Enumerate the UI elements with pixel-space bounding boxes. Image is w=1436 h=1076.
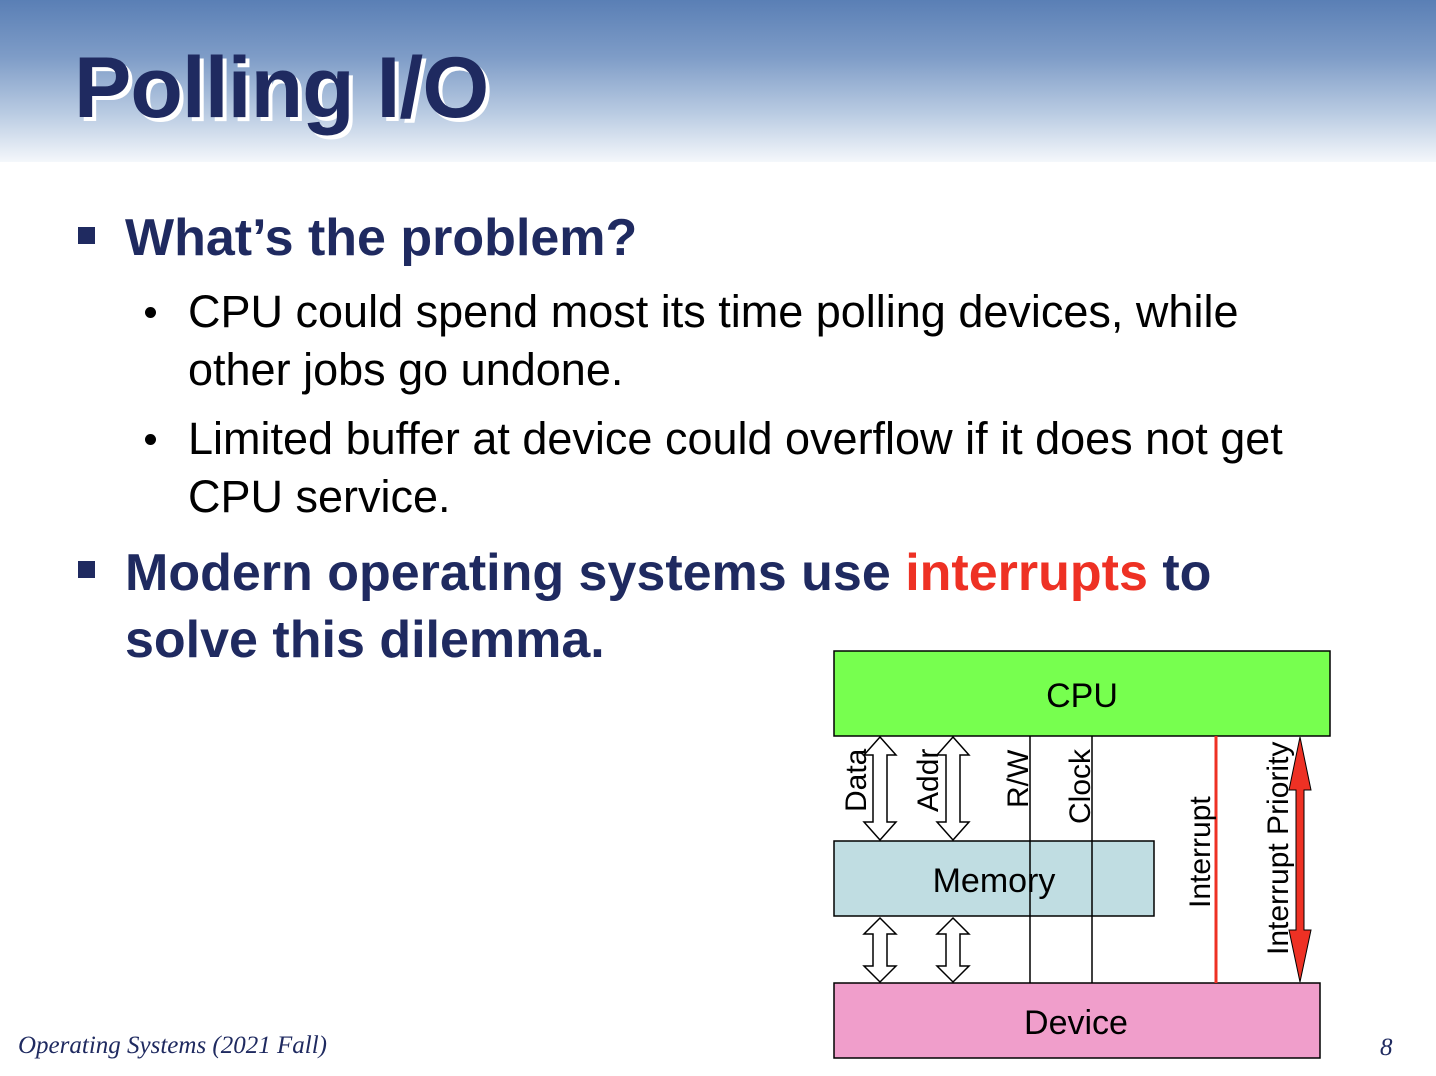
addr-line-label: Addr [912,749,945,812]
page-number: 8 [1380,1034,1393,1061]
bullet-interrupts: Modern operating systems use interrupts … [125,540,1211,606]
bullet-interrupts-text: Modern operating systems use [125,544,906,602]
round-bullet-icon [145,307,156,318]
square-bullet-icon [78,561,95,578]
bullet-interrupts-to: to [1147,544,1212,602]
data-bus-arrow-icon [862,735,898,842]
slide-title: Polling I/O [74,40,489,136]
rw-line-label: R/W [1002,749,1035,808]
clock-line-label: Clock [1064,748,1097,824]
interrupt-priority-arrow-icon [1288,736,1312,983]
interrupt-priority-label: Interrupt Priority [1262,742,1295,955]
data-line-label: Data [840,748,873,812]
memory-device-addr-arrow-icon [935,916,971,984]
device-box [833,982,1321,1059]
cpu-box [833,650,1331,737]
course-footer: Operating Systems (2021 Fall) [18,1032,327,1059]
interrupt-line-label: Interrupt [1184,796,1217,908]
memory-device-data-arrow-icon [862,916,898,984]
round-bullet-icon [145,434,156,445]
interrupts-highlight: interrupts [905,544,1148,602]
sub-bullet-buffer-line1: Limited buffer at device could overflow … [188,413,1283,464]
bullet-problem: What’s the problem? [125,209,638,267]
title-banner [0,0,1436,162]
sub-bullet-polling-line2: other jobs go undone. [188,344,624,395]
sub-bullet-buffer-line2: CPU service. [188,471,451,522]
square-bullet-icon [78,227,95,244]
memory-box [833,840,1155,917]
device-label: Device [1024,1004,1128,1042]
sub-bullet-polling-line1: CPU could spend most its time polling de… [188,286,1239,337]
memory-label: Memory [933,862,1056,900]
cpu-label: CPU [1046,677,1118,715]
bullet-interrupts-line2: solve this dilemma. [125,611,605,669]
addr-bus-arrow-icon [935,735,971,842]
